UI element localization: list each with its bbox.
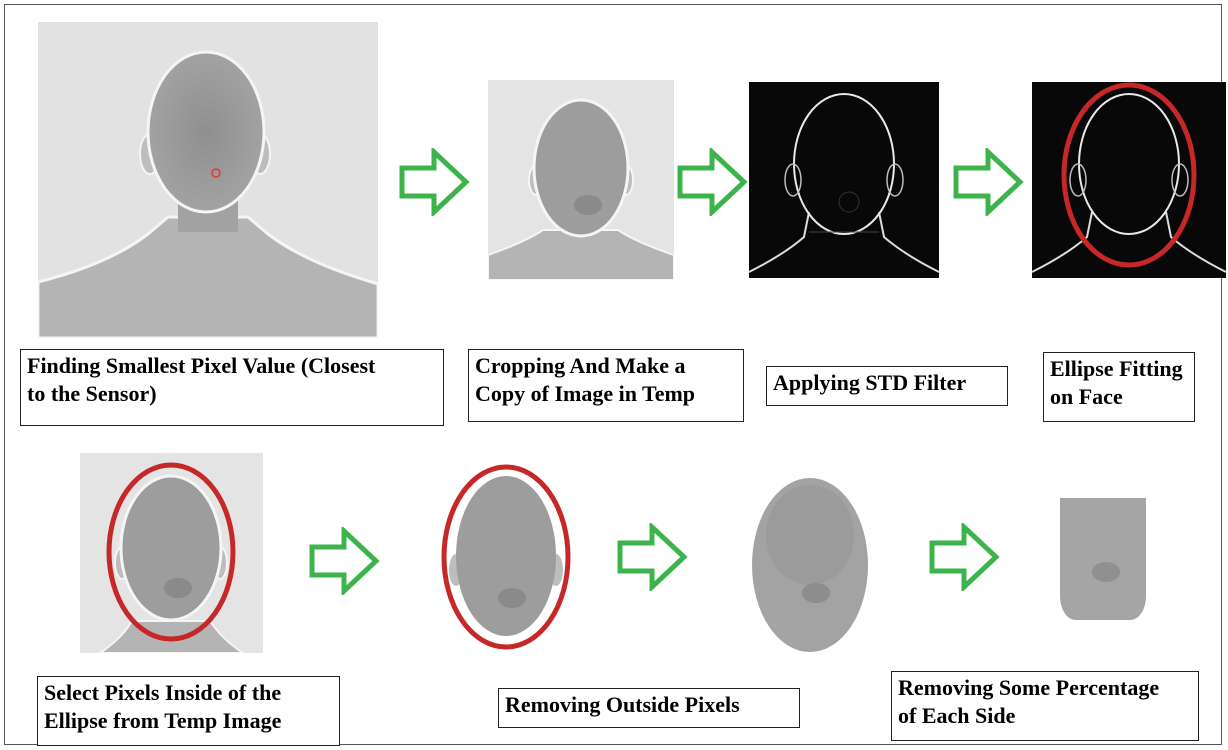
label-select-pixels: Select Pixels Inside of the Ellipse from… [37,676,340,746]
arrow-right-icon [616,521,688,596]
selection-ellipse [106,462,236,642]
selection-ellipse [441,464,571,650]
ellipse-mask-image [436,458,576,658]
label-std-filter: Applying STD Filter [766,366,1008,406]
label-line: Copy of Image in Temp [475,381,696,406]
arrow-right-icon [398,146,470,221]
label-line: Removing Some Percentage [898,675,1160,700]
label-line: to the Sensor) [27,381,157,406]
label-removing-percentage: Removing Some Percentage of Each Side [891,671,1199,741]
arrow-right-icon [928,521,1000,596]
closest-pixel-marker [211,168,221,178]
ellipse-fit-image [1032,82,1226,278]
depth-image-original [38,22,378,338]
label-line: Select Pixels Inside of the [44,680,282,705]
std-filter-image [749,82,939,278]
label-finding-smallest-pixel: Finding Smallest Pixel Value (Closest to… [20,349,444,426]
arrow-right-icon [308,525,380,600]
label-line: Removing Outside Pixels [505,692,740,717]
outside-removed-image [748,475,872,655]
depth-image-cropped [488,80,674,280]
arrow-right-icon [952,146,1024,221]
label-line: of Each Side [898,703,1016,728]
trimmed-face-image [1058,496,1148,622]
fitted-ellipse [1061,82,1197,268]
select-pixels-image [80,453,263,653]
label-line: Ellipse Fitting [1050,356,1183,381]
label-removing-outside: Removing Outside Pixels [498,688,800,728]
arrow-right-icon [676,146,748,221]
figure-frame [4,4,1222,745]
label-ellipse-fitting: Ellipse Fitting on Face [1043,352,1195,422]
label-cropping: Cropping And Make a Copy of Image in Tem… [468,349,744,422]
label-line: Ellipse from Temp Image [44,708,282,733]
label-line: Applying STD Filter [773,370,967,395]
label-line: Cropping And Make a [475,353,686,378]
label-line: Finding Smallest Pixel Value (Closest [27,353,376,378]
label-line: on Face [1050,384,1123,409]
